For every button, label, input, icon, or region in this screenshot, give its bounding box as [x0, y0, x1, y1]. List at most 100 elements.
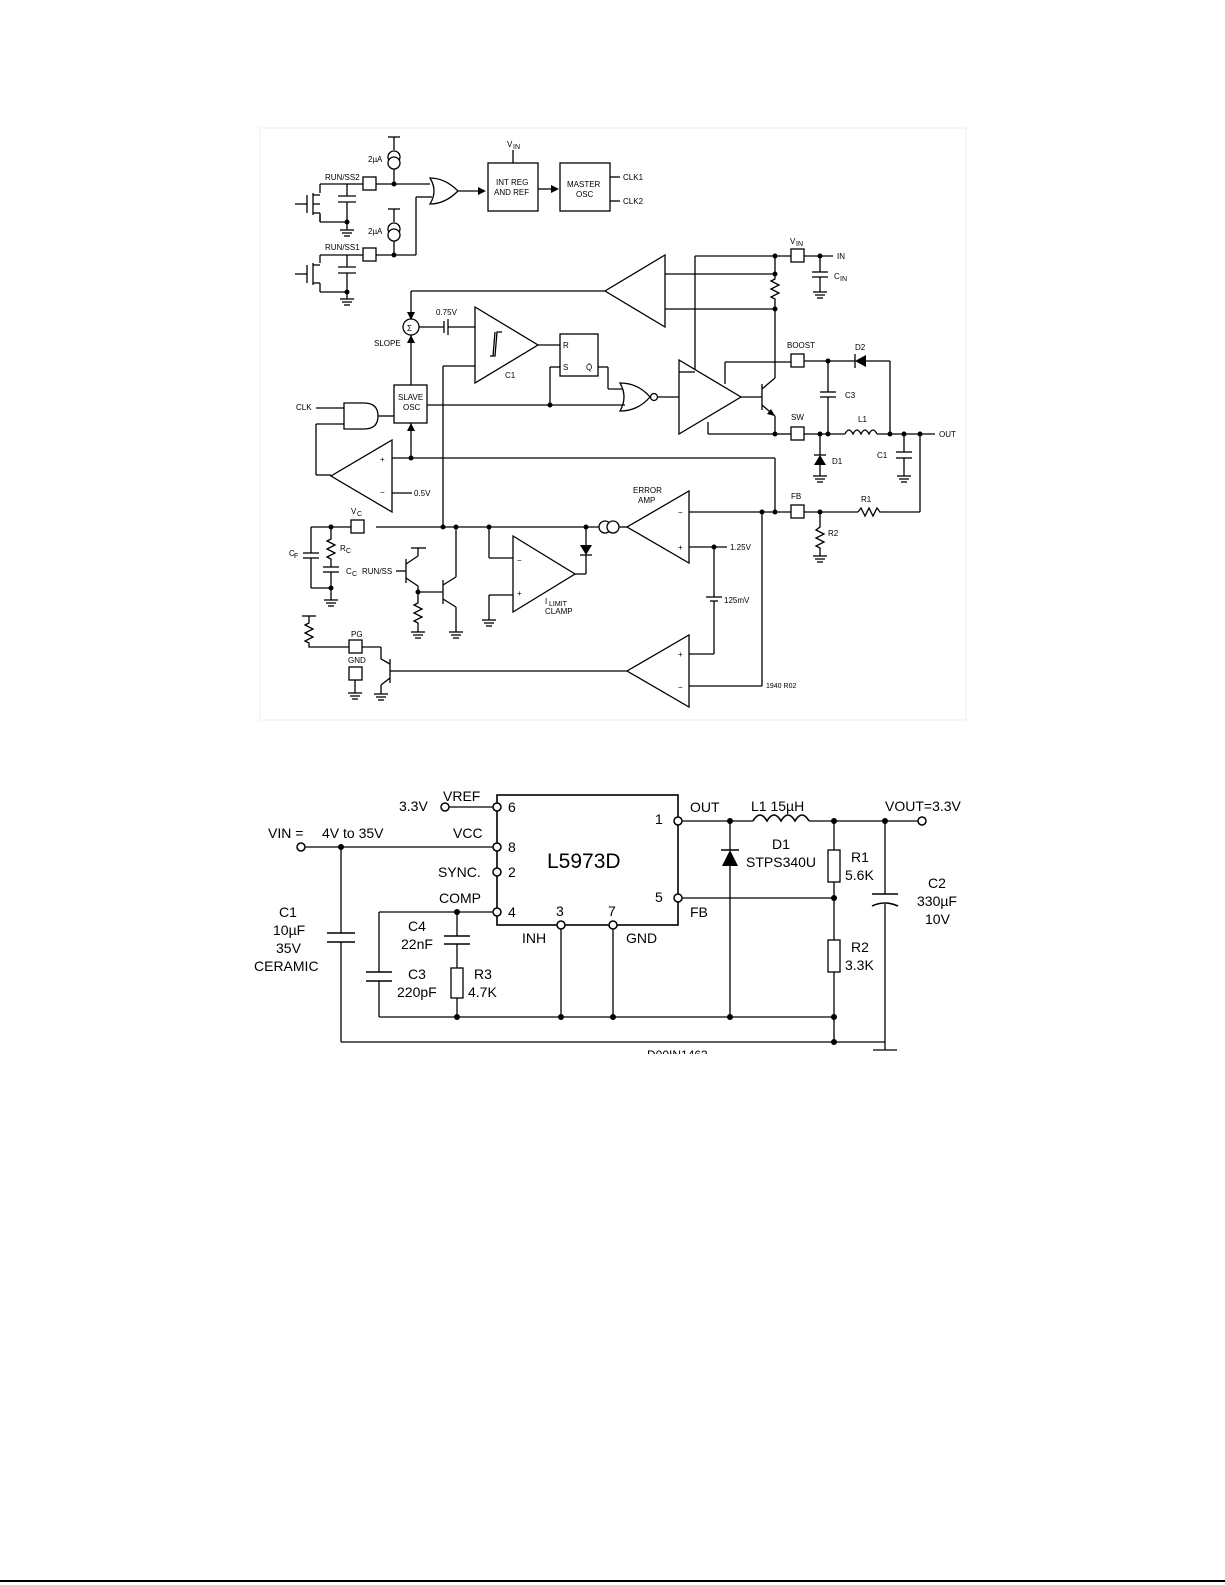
- vref-3v3-label: 3.3V: [399, 798, 428, 814]
- v05-label: 0.5V: [414, 489, 431, 498]
- vc-sub: C: [357, 511, 362, 518]
- pin3-label: 3: [556, 903, 564, 919]
- comp-minus-label: −: [380, 488, 385, 497]
- vc-label: V: [351, 507, 357, 516]
- out-label-block: OUT: [939, 430, 956, 439]
- slope-label: SLOPE: [374, 339, 401, 348]
- r1-value-label: 5.6K: [845, 867, 874, 883]
- d2-label: D2: [855, 343, 866, 352]
- current-source-bottom: [387, 208, 401, 255]
- chip-label: L5973D: [547, 850, 621, 873]
- comparator-05v: [329, 438, 393, 514]
- r1-name-label: R1: [851, 849, 869, 865]
- ff-s-label: S: [563, 363, 568, 372]
- fb-app-label: FB: [690, 904, 708, 920]
- d1-part-label: STPS340U: [746, 854, 816, 870]
- clk2-label: CLK2: [623, 197, 644, 206]
- clamp-plus-label: +: [517, 589, 522, 598]
- pin7-label: 7: [608, 903, 616, 919]
- vin-top-sub: IN: [513, 144, 520, 151]
- c2-name-label: C2: [928, 875, 946, 891]
- r2-label-block: R2: [828, 529, 839, 538]
- c2-volt-label: 10V: [925, 911, 951, 927]
- rc-label: R: [340, 544, 346, 553]
- c1-comp-label: C1: [505, 371, 516, 380]
- int-reg-label-2: AND REF: [494, 188, 529, 197]
- l5973d-chip: [496, 794, 679, 926]
- sr-flip-flop: [559, 333, 599, 377]
- pin1-label: 1: [655, 811, 663, 827]
- mv125-label: 125mV: [724, 596, 750, 605]
- c1-out-label: C1: [877, 451, 888, 460]
- vin-right-label: V: [790, 237, 796, 246]
- fb-label-block: FB: [791, 492, 801, 501]
- r1-label-block: R1: [861, 495, 872, 504]
- sw-pin: [790, 426, 805, 441]
- clamp-minus-label: −: [517, 556, 522, 565]
- c4-name-label: C4: [408, 918, 426, 934]
- error-amp-label-1: ERROR: [633, 486, 662, 495]
- error-plus-label: +: [678, 543, 683, 552]
- r3-name-label: R3: [474, 966, 492, 982]
- c3-value-label: 220pF: [397, 984, 437, 1000]
- int-reg-label-1: INT REG: [496, 178, 528, 187]
- pin8-label: 8: [508, 839, 516, 855]
- c1-volt-label: 35V: [276, 940, 302, 956]
- vin-label: VIN =: [268, 825, 303, 841]
- block-diagram: 2µA 2µA RUN/SS2 RUN/SS1: [259, 127, 967, 721]
- vc-pin: [350, 519, 365, 534]
- r2-resistor: [827, 939, 841, 973]
- master-osc-label-1: MASTER: [567, 180, 601, 189]
- clk1-label: CLK1: [623, 173, 644, 182]
- pg-plus-label: +: [678, 650, 683, 659]
- boost-label: BOOST: [787, 341, 815, 350]
- sync-label: SYNC.: [438, 864, 481, 880]
- master-osc-label-2: OSC: [576, 190, 594, 199]
- or-gate: [428, 177, 459, 205]
- ilimit-sub: LIMIT: [549, 601, 568, 608]
- c1-name-label: C1: [279, 904, 297, 920]
- error-amp: [625, 489, 690, 565]
- pg-comparator: [625, 633, 690, 709]
- out-app-label: OUT: [690, 799, 720, 815]
- master-osc-box: [559, 162, 611, 212]
- cf-label: C: [289, 549, 295, 558]
- comp-label: COMP: [439, 890, 481, 906]
- run-ss1-pin: [362, 247, 377, 262]
- r2-name-label: R2: [851, 939, 869, 955]
- fb-pin: [790, 504, 805, 519]
- vout-label: VOUT=3.3V: [885, 798, 962, 814]
- sigma-symbol: Σ: [407, 324, 412, 333]
- current-label-top: 2µA: [368, 155, 383, 164]
- r1-resistor: [827, 849, 841, 883]
- run-ss1-label: RUN/SS1: [325, 243, 360, 252]
- boost-pin: [790, 353, 805, 368]
- d1-label-block: D1: [832, 457, 843, 466]
- rc-sub: C: [346, 548, 351, 555]
- ilimit-clamp-amp: [512, 534, 577, 614]
- d1-name-label: D1: [772, 836, 790, 852]
- c2-value-label: 330µF: [917, 893, 957, 909]
- vref-label: VREF: [443, 788, 480, 804]
- pin2-label: 2: [508, 864, 516, 880]
- in-label: IN: [837, 252, 845, 261]
- pg-label: PG: [351, 630, 363, 639]
- l1-label: L1: [858, 415, 867, 424]
- r2-value-label: 3.3K: [845, 957, 874, 973]
- cin-sub: IN: [840, 276, 847, 283]
- run-ss-label: RUN/SS: [362, 567, 392, 576]
- v075-label: 0.75V: [436, 308, 458, 317]
- vin-pin: [790, 248, 805, 263]
- block-diagram-frame: [259, 127, 967, 721]
- pin6-label: 6: [508, 799, 516, 815]
- gnd-label: GND: [348, 656, 366, 665]
- current-label-bottom: 2µA: [368, 227, 383, 236]
- run-ss2-label: RUN/SS2: [325, 173, 360, 182]
- gnd-app-label: GND: [626, 930, 657, 946]
- block-code: 1940 R02: [766, 683, 796, 690]
- r3-resistor: [450, 967, 464, 999]
- v125-label: 1.25V: [730, 543, 752, 552]
- application-circuit: L5973D 3.3V VREF 6 VIN = 4V to 35V VCC 8…: [254, 788, 962, 1054]
- driver-amp: [678, 358, 743, 436]
- cf-sub: F: [294, 553, 298, 560]
